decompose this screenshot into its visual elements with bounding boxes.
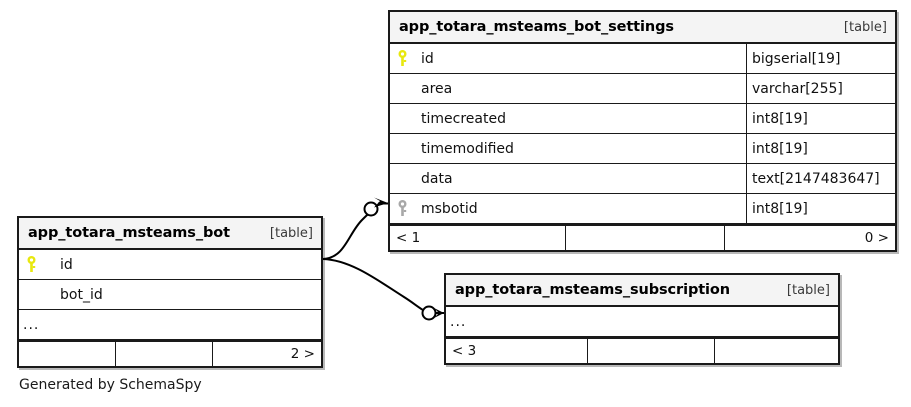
table-app-totara-msteams-subscription[interactable]: app_totara_msteams_subscription [table] … <box>444 273 840 365</box>
footer-parent-count[interactable]: < 3 <box>452 343 477 359</box>
table-title: app_totara_msteams_bot <box>28 225 230 241</box>
column-name: msbotid <box>421 200 478 217</box>
column-name-cell: bot_id <box>19 280 321 309</box>
footer-child-count[interactable]: 0 > <box>724 226 895 250</box>
table-app-totara-msteams-bot-settings[interactable]: app_totara_msteams_bot_settings [table] … <box>388 10 897 252</box>
column-name: id <box>60 256 73 273</box>
column-name-cell: id <box>390 44 746 73</box>
column-name-cell: id <box>19 250 321 279</box>
edge-bot-id-to-msbotid <box>322 197 388 260</box>
column-name: timemodified <box>421 140 514 157</box>
column-type: int8[19] <box>746 194 895 223</box>
table-header: app_totara_msteams_bot [table] <box>19 218 321 250</box>
table-row[interactable]: id bigserial[19] <box>390 44 895 74</box>
table-kind-label: [table] <box>269 225 313 241</box>
table-row[interactable]: id <box>19 250 321 280</box>
column-type: varchar[255] <box>746 74 895 103</box>
column-name-cell: timemodified <box>390 134 746 163</box>
generated-by-caption: Generated by SchemaSpy <box>19 377 202 393</box>
table-footer: 2 > <box>19 340 321 366</box>
table-row[interactable]: timecreated int8[19] <box>390 104 895 134</box>
footer-parent-count[interactable]: < 1 <box>396 230 421 246</box>
column-name-cell: data <box>390 164 746 193</box>
footer-parent-count[interactable] <box>19 342 115 366</box>
footer-child-count[interactable]: 2 > <box>212 342 321 366</box>
table-row-more-columns[interactable]: ... <box>19 310 321 340</box>
table-title: app_totara_msteams_subscription <box>455 282 731 298</box>
foreign-key-icon <box>397 200 419 217</box>
table-row[interactable]: data text[2147483647] <box>390 164 895 194</box>
table-header: app_totara_msteams_subscription [table] <box>446 275 838 307</box>
table-app-totara-msteams-bot[interactable]: app_totara_msteams_bot [table] id <box>17 216 323 368</box>
column-name-cell: area <box>390 74 746 103</box>
table-title: app_totara_msteams_bot_settings <box>399 19 674 35</box>
column-name-cell: msbotid <box>390 194 746 223</box>
table-header: app_totara_msteams_bot_settings [table] <box>390 12 895 44</box>
table-footer: < 1 0 > <box>390 224 895 250</box>
column-name: timecreated <box>421 110 506 127</box>
column-name: id <box>421 50 434 67</box>
table-row[interactable]: area varchar[255] <box>390 74 895 104</box>
column-type: int8[19] <box>746 134 895 163</box>
column-name: bot_id <box>60 286 103 303</box>
table-row-more-columns[interactable]: ... <box>446 307 838 337</box>
column-type: int8[19] <box>746 104 895 133</box>
footer-middle <box>115 342 212 366</box>
table-kind-label: [table] <box>843 19 887 35</box>
primary-key-icon <box>397 50 419 67</box>
column-name-cell: timecreated <box>390 104 746 133</box>
table-footer: < 3 <box>446 337 838 363</box>
column-name: area <box>421 80 453 97</box>
column-name: data <box>421 170 453 187</box>
column-type: bigserial[19] <box>746 44 895 73</box>
footer-middle <box>565 226 724 250</box>
table-row[interactable]: timemodified int8[19] <box>390 134 895 164</box>
table-row[interactable]: bot_id <box>19 280 321 310</box>
table-kind-label: [table] <box>786 282 830 298</box>
more-columns-ellipsis: ... <box>23 316 40 333</box>
footer-child-count[interactable] <box>714 339 838 363</box>
primary-key-icon <box>26 256 48 273</box>
edge-bot-id-to-subscription <box>322 258 444 321</box>
more-columns-ellipsis: ... <box>450 313 467 330</box>
footer-middle <box>587 339 714 363</box>
column-type: text[2147483647] <box>746 164 895 193</box>
table-row[interactable]: msbotid int8[19] <box>390 194 895 224</box>
